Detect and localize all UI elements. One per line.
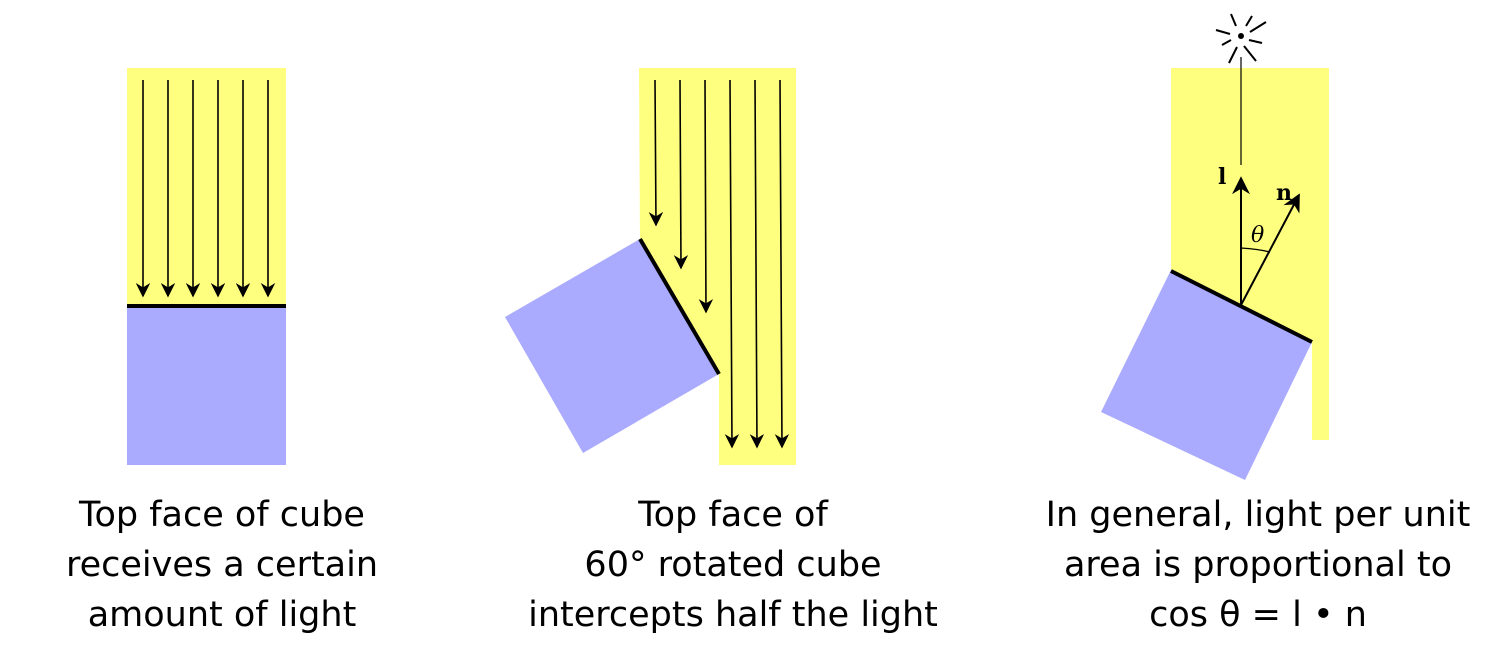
caption-line: amount of light	[87, 595, 357, 635]
light-beam	[127, 68, 286, 306]
angle-label: θ	[1251, 223, 1264, 248]
caption-rotated-cube: Top face of 60° rotated cube intercepts …	[513, 490, 953, 640]
normal-vector-arrow	[1240, 193, 1300, 306]
panel-rotated-cube	[505, 68, 796, 465]
caption-upright-cube: Top face of cube receives a certain amou…	[2, 490, 442, 640]
caption-line: In general, light per unit	[1045, 495, 1471, 535]
light-rays	[648, 79, 790, 449]
light-vector-label: l	[1218, 164, 1226, 190]
caption-line: Top face of	[638, 495, 828, 535]
caption-line: intercepts half the light	[528, 595, 938, 635]
caption-line: Top face of cube	[79, 495, 365, 535]
cube	[127, 306, 286, 465]
caption-line: receives a certain	[65, 545, 379, 585]
normal-vector-label: n	[1276, 180, 1292, 206]
caption-line: 60° rotated cube	[584, 545, 882, 585]
panel-general-case: l n θ	[1101, 13, 1329, 480]
caption-line: cos θ = l • n	[1149, 595, 1367, 635]
sun-icon	[1215, 13, 1267, 64]
panel-upright-cube	[127, 68, 286, 465]
caption-line: area is proportional to	[1063, 545, 1452, 585]
cube-top-face	[638, 237, 721, 376]
cube-top-face	[1170, 269, 1313, 344]
light-beam	[1171, 68, 1329, 440]
cube	[1101, 270, 1312, 480]
caption-general-case: In general, light per unit area is propo…	[1038, 490, 1478, 640]
cube	[505, 239, 719, 453]
angle-arc	[1240, 247, 1271, 253]
light-rays	[135, 80, 276, 298]
